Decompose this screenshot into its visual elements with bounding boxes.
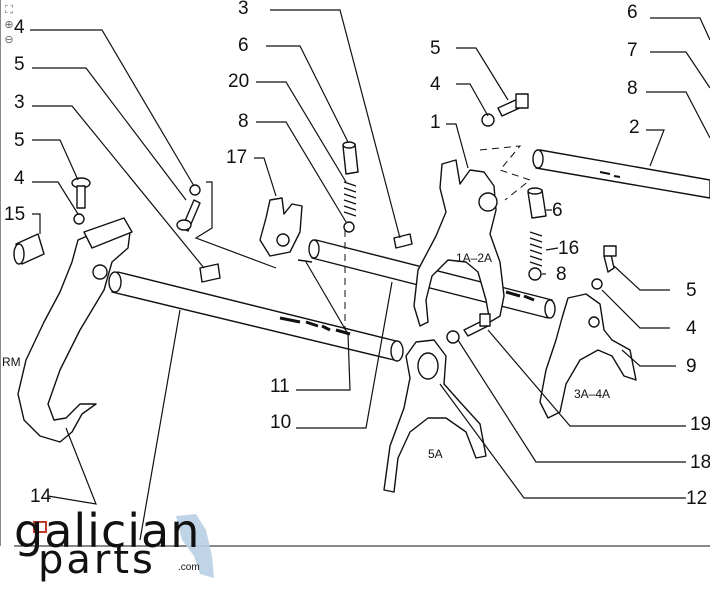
fork-label-1a-2a: 1A–2A (456, 251, 492, 265)
bolt-19 (463, 313, 491, 337)
callout-1: 1 (430, 112, 441, 133)
callout-17: 17 (226, 147, 247, 168)
callout-6-fork: 6 (552, 200, 563, 221)
callout-12: 12 (686, 488, 707, 509)
callout-8-right: 8 (627, 78, 638, 99)
callout-4-top: 4 (430, 74, 441, 95)
pin-3-left (199, 263, 221, 283)
spring-16 (529, 231, 543, 267)
fork-label-3a-4a: 3A–4A (574, 387, 610, 401)
callout-7: 7 (627, 40, 638, 61)
sleeve-6-mid (342, 141, 359, 175)
ball-8-fork (528, 267, 542, 281)
callout-6-topright: 6 (627, 2, 638, 23)
watermark-logo-line1: galician (14, 504, 201, 558)
bolt-5-mid (176, 199, 201, 232)
washer-4-right (591, 278, 603, 290)
watermark-logo-line2: parts (38, 537, 156, 583)
zoom-in-icon[interactable]: ⊕ (4, 19, 14, 31)
callout-8-fork: 8 (556, 264, 567, 285)
callout-6-mid: 6 (238, 35, 249, 56)
leader-lines (30, 9, 710, 541)
watermark-accent-shape (176, 514, 214, 578)
shaft-top-right (532, 149, 710, 199)
bolt-5-left (71, 177, 91, 209)
callout-5-top: 5 (430, 38, 441, 59)
bolt-5-right (603, 245, 617, 273)
callout-5-left2: 5 (14, 130, 25, 151)
fork-1a-2a (413, 159, 505, 327)
fork-rm (17, 217, 133, 443)
pin-11 (297, 259, 313, 263)
callout-8-mid: 8 (238, 111, 249, 132)
callout-3-left: 3 (14, 92, 25, 113)
washer-4-left (73, 213, 85, 225)
callout-4-left2: 4 (14, 168, 25, 189)
callout-5-right: 5 (686, 280, 697, 301)
washer-4-mid (189, 184, 201, 196)
callout-4-left: 4 (14, 17, 25, 38)
pin-3-top (393, 233, 413, 249)
zoom-out-icon[interactable]: ⊖ (4, 34, 14, 46)
spring-20 (343, 181, 357, 217)
callout-11: 11 (270, 376, 290, 397)
callout-16: 16 (558, 238, 579, 259)
callout-20: 20 (228, 71, 249, 92)
washer-4-top (481, 113, 495, 127)
callout-15: 15 (4, 204, 25, 225)
ball-8-mid (343, 221, 355, 233)
callout-5-left: 5 (14, 54, 25, 75)
shaft-long-left (108, 271, 404, 362)
callout-10: 10 (270, 412, 291, 433)
callout-19: 19 (690, 414, 710, 435)
sleeve-15 (13, 233, 45, 265)
callout-2: 2 (629, 117, 640, 138)
callout-14: 14 (30, 486, 52, 507)
callout-3-top: 3 (238, 0, 249, 19)
bolt-5-top (497, 93, 529, 117)
fork-17 (259, 197, 303, 257)
fork-5a (383, 339, 487, 493)
callout-9: 9 (686, 356, 697, 377)
washer-18 (446, 330, 460, 344)
callout-rm: RM (2, 355, 21, 369)
fit-page-icon[interactable]: ⛶ (5, 4, 13, 16)
callout-18: 18 (690, 452, 710, 473)
callout-4-right: 4 (686, 318, 697, 339)
sleeve-6-fork (527, 187, 547, 219)
callout-labels: 3 6 4 6 5 5 7 20 4 8 3 8 1 2 5 17 4 15 6… (2, 0, 710, 509)
watermark-logo-suffix: .com (178, 562, 200, 573)
watermark-red-mark (33, 521, 47, 533)
fork-label-5a: 5A (428, 447, 443, 461)
alignment-line-2 (479, 145, 532, 201)
fork-3a-4a (539, 293, 637, 419)
